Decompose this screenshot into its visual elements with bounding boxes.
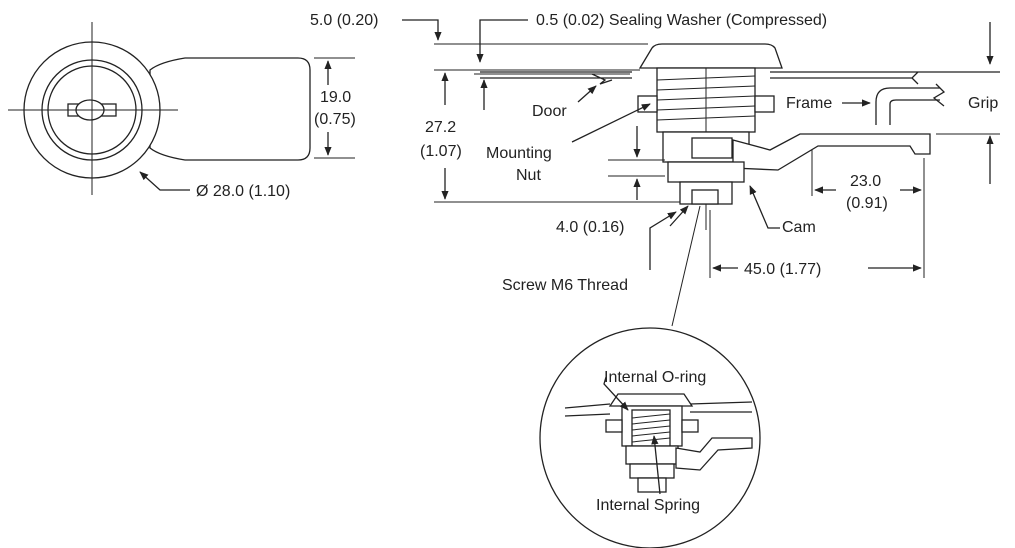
- thread-label: Screw M6 Thread: [502, 277, 628, 294]
- nut-inner-block: [691, 137, 733, 159]
- grip-label: Grip: [968, 95, 998, 112]
- washer-dim-leader: [476, 19, 528, 63]
- detail-cam-body: [629, 463, 675, 479]
- overall-dim-inch-label: (1.07): [420, 143, 462, 160]
- detail-door-panel: [564, 403, 611, 417]
- front-view: 19.0 (0.75) Ø 28.0 (1.10): [8, 22, 356, 200]
- diameter-leader: [139, 171, 190, 191]
- thread-lines: [656, 75, 756, 121]
- washer-dim-label: 0.5 (0.02) Sealing Washer (Compressed): [536, 12, 827, 29]
- frame-label: Frame: [786, 95, 832, 112]
- cam-offset-dim-inch-label: (0.91): [846, 195, 888, 212]
- detail-tab-left: [605, 419, 623, 433]
- detail-pointer: [671, 205, 701, 327]
- oring-leader: [603, 376, 629, 411]
- lock-flange: [638, 43, 783, 69]
- cam-arm: [732, 133, 931, 171]
- cam-length-dim-label: 45.0 (1.77): [744, 261, 821, 278]
- thread-leader: [649, 211, 677, 270]
- detail-nut: [625, 445, 679, 465]
- door-panel: [480, 71, 632, 85]
- cam-offset-dim-label: 23.0: [850, 173, 881, 190]
- screw-tip: [691, 189, 719, 205]
- door-label: Door: [532, 103, 567, 120]
- detail-tab-right: [681, 419, 699, 433]
- grip-break: [932, 83, 946, 107]
- cam-label: Cam: [782, 219, 816, 236]
- mounting-tab-right: [754, 95, 775, 113]
- overall-dim-label: 27.2: [425, 119, 456, 136]
- side-view: 5.0 (0.20) 0.5 (0.02) Sealing Washer (Co…: [310, 12, 1000, 327]
- door-leader: [577, 85, 597, 103]
- mounting-nut-label-2: Nut: [516, 167, 541, 184]
- detail-spring-lines: [631, 413, 671, 443]
- height-dim-label: 19.0: [320, 89, 351, 106]
- detail-cam-arm: [675, 437, 753, 471]
- mounting-nut-leader: [571, 103, 651, 143]
- cam-body: [667, 161, 745, 183]
- cam-leader: [749, 185, 780, 229]
- screw-dim-label: 4.0 (0.16): [556, 219, 624, 236]
- detail-screw: [637, 477, 667, 493]
- oring-label: Internal O-ring: [604, 369, 706, 386]
- mounting-tab-left: [637, 95, 658, 113]
- front-grip-body: [149, 57, 311, 161]
- flange-dim-label: 5.0 (0.20): [310, 12, 378, 29]
- spring-leader: [651, 435, 661, 495]
- diameter-dim-label: Ø 28.0 (1.10): [196, 183, 290, 200]
- spring-label: Internal Spring: [596, 497, 700, 514]
- mounting-nut-label-1: Mounting: [486, 145, 552, 162]
- height-dim-inch-label: (0.75): [314, 111, 356, 128]
- screw-dim-leader: [669, 205, 689, 227]
- grip-hook: [875, 87, 940, 125]
- detail-view: Internal O-ring Internal Spring: [539, 327, 761, 548]
- frame-panel: [770, 71, 1000, 85]
- detail-frame-panel: [689, 401, 753, 413]
- flange-dim-leader: [402, 19, 442, 41]
